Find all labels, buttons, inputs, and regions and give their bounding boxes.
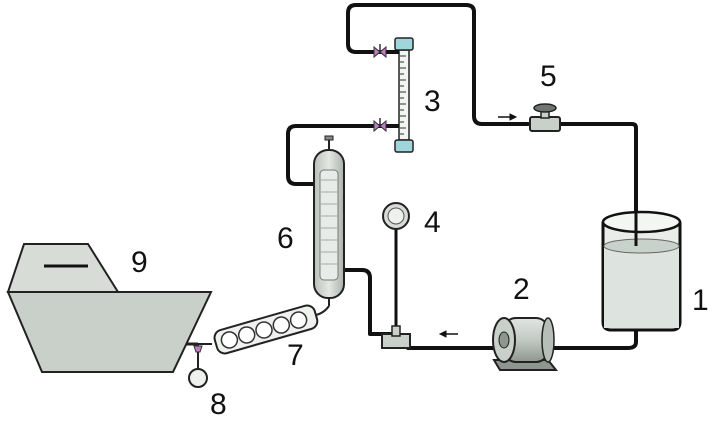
component-labels: 1 2 3 4 5 6 7 8 9 [131, 60, 709, 421]
label-tank: 1 [692, 284, 709, 317]
flowmeter [372, 37, 414, 153]
flow-arrow-icon [498, 113, 518, 121]
label-pressure-gauge: 4 [424, 206, 441, 239]
label-outlet-tank: 9 [131, 246, 148, 279]
flowmeter-valve-top [372, 44, 399, 59]
label-column: 6 [277, 222, 294, 255]
pipe-tee-to-column [338, 268, 398, 340]
chain-module [198, 304, 330, 355]
flowmeter-valve-bottom [372, 118, 399, 133]
label-pump: 2 [513, 273, 530, 306]
pipe-valve-to-top-loop [346, 3, 530, 126]
flow-arrow-icon [438, 330, 458, 338]
sampler [184, 342, 208, 388]
label-chain-module: 7 [287, 339, 304, 372]
outlet-tank [6, 243, 213, 373]
label-valve: 5 [540, 60, 557, 93]
pipe-tank-to-pump [544, 328, 638, 350]
label-sampler: 8 [210, 388, 227, 421]
control-valve [529, 103, 561, 132]
pipe-tank-to-valve [558, 122, 638, 234]
packed-column [313, 135, 345, 306]
pipe-network [286, 3, 638, 350]
pressure-gauge [381, 202, 411, 349]
feed-tank [601, 210, 682, 332]
pipe-flowmeter-to-column [286, 124, 388, 186]
pump [492, 317, 559, 371]
label-flowmeter: 3 [424, 85, 441, 118]
